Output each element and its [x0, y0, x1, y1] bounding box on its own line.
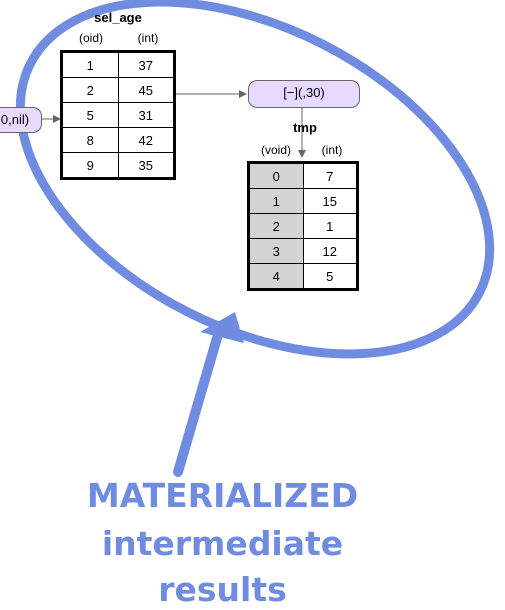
- sel-age-head-oid: (oid): [78, 31, 103, 45]
- highlight-arrow-head: [200, 312, 244, 343]
- operator-right-box: [−](,30): [248, 80, 360, 108]
- operator-left-box: 0,nil): [0, 107, 42, 133]
- head-cell: 1: [61, 51, 119, 78]
- tail-cell: 35: [117, 152, 175, 179]
- tail-cell: 1: [302, 213, 358, 239]
- highlight-arrow-shaft: [173, 333, 222, 477]
- tail-cell: 42: [117, 127, 175, 153]
- operator-right-label: [−](,30): [283, 85, 325, 100]
- caption-line-2: intermediate: [101, 524, 344, 563]
- head-cell: 2: [248, 213, 304, 239]
- head-cell: 5: [61, 102, 119, 128]
- tmp-title: tmp: [293, 120, 317, 135]
- sel-age-head-int: (int): [137, 31, 159, 45]
- tail-cell: 15: [302, 188, 358, 214]
- caption-line-1: MATERIALIZED: [86, 476, 359, 515]
- tail-cell: 31: [117, 102, 175, 128]
- operator-left-label: 0,nil): [0, 112, 30, 127]
- tail-cell: 7: [302, 162, 358, 189]
- tail-cell: 45: [117, 77, 175, 103]
- sel-age-title: sel_age: [94, 10, 142, 25]
- head-cell: 3: [248, 238, 304, 264]
- head-cell: 0: [248, 162, 304, 189]
- head-cell: 8: [61, 127, 119, 153]
- tail-cell: 5: [302, 263, 358, 290]
- highlight-ellipse: [15, 0, 495, 359]
- head-cell: 2: [61, 77, 119, 103]
- caption-line-3: results: [158, 570, 287, 609]
- tail-cell: 37: [117, 51, 175, 78]
- head-cell: 4: [248, 263, 304, 290]
- tail-cell: 12: [302, 238, 358, 264]
- head-cell: 1: [248, 188, 304, 214]
- head-cell: 9: [61, 152, 119, 179]
- tmp-head-void: (void): [260, 143, 291, 157]
- tmp-head-int: (int): [321, 143, 343, 157]
